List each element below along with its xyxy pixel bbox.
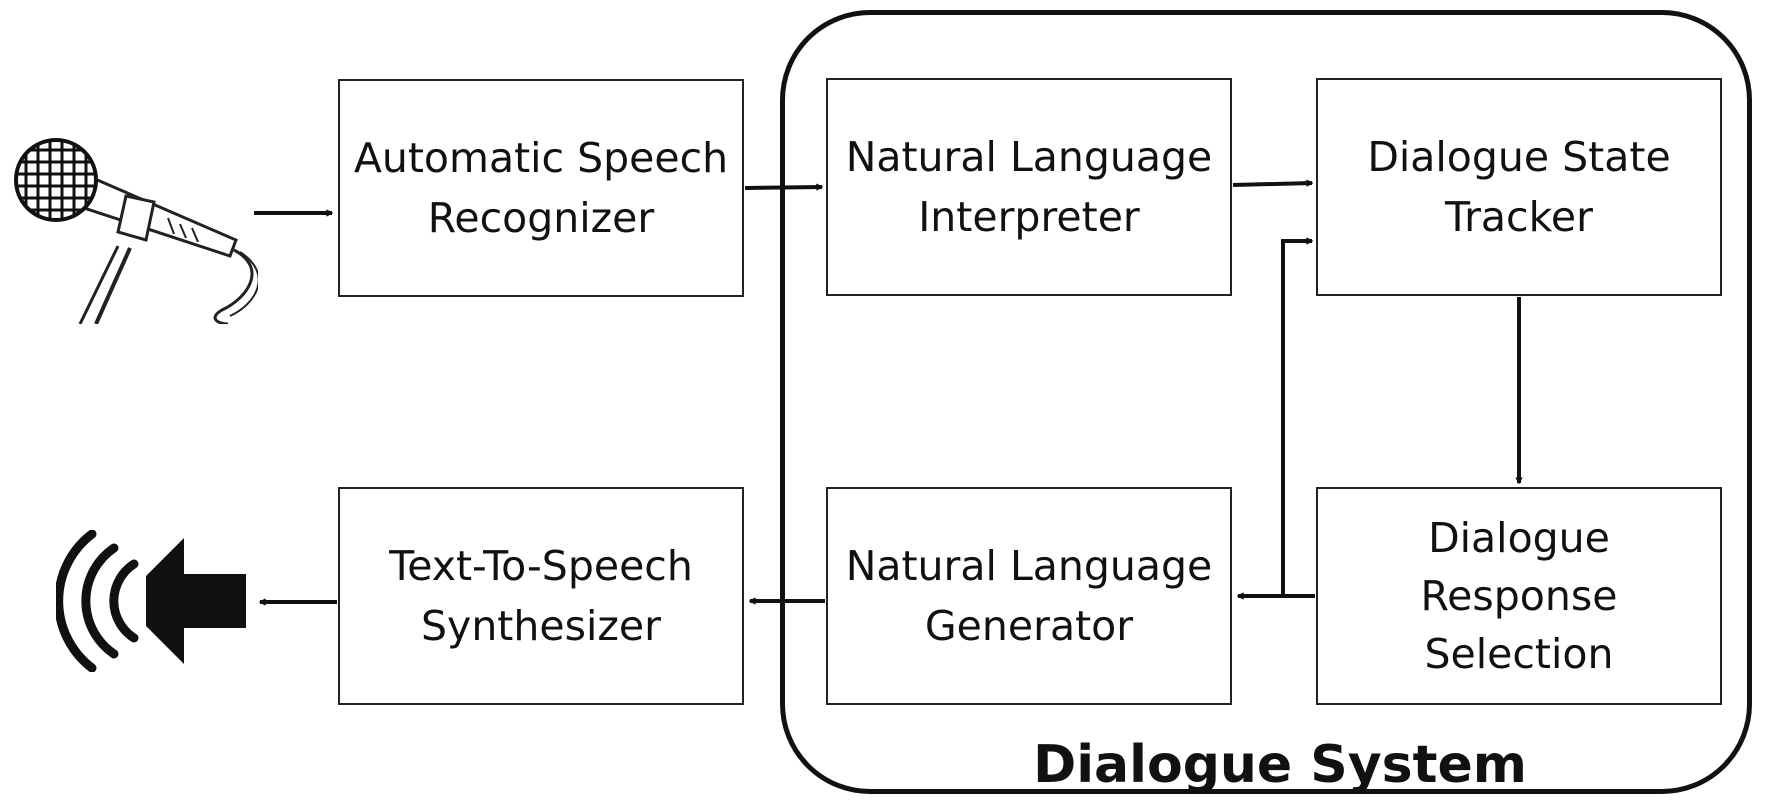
dst-label-line-2: Tracker xyxy=(1445,193,1593,241)
nli-label-line-1: Natural Language xyxy=(845,133,1213,181)
dialogue-system-frame xyxy=(780,10,1752,794)
speaker-icon xyxy=(56,530,246,672)
tts-label-line-2: Synthesizer xyxy=(421,602,661,650)
drs-label-line-1: Dialogue xyxy=(1428,514,1610,562)
natural-language-generator-box: Natural Language Generator xyxy=(826,487,1232,705)
tts-label-line-1: Text-To-Speech xyxy=(389,542,693,590)
dialogue-system-label: Dialogue System xyxy=(1033,735,1527,795)
natural-language-interpreter-box: Natural Language Interpreter xyxy=(826,78,1232,296)
dst-label-line-1: Dialogue State xyxy=(1367,133,1671,181)
asr-label-line-1: Automatic Speech xyxy=(353,134,729,182)
automatic-speech-recognizer-box: Automatic Speech Recognizer xyxy=(338,79,744,297)
nlg-label-line-2: Generator xyxy=(924,602,1134,650)
drs-label-line-3: Selection xyxy=(1424,630,1614,678)
arrow-asr-to-nli xyxy=(744,183,823,191)
text-to-speech-synthesizer-box: Text-To-Speech Synthesizer xyxy=(338,487,744,705)
arrow-feedback-to-dst xyxy=(1281,237,1313,596)
asr-label-line-2: Recognizer xyxy=(427,194,655,242)
nlg-label-line-1: Natural Language xyxy=(845,542,1213,590)
arrow-nli-to-dst xyxy=(1232,179,1313,187)
drs-label-line-2: Response xyxy=(1420,572,1618,620)
dialogue-response-selection-box: Dialogue Response Selection xyxy=(1316,487,1722,705)
nli-label-line-2: Interpreter xyxy=(918,193,1140,241)
microphone-icon xyxy=(14,138,258,324)
dialogue-state-tracker-box: Dialogue State Tracker xyxy=(1316,78,1722,296)
